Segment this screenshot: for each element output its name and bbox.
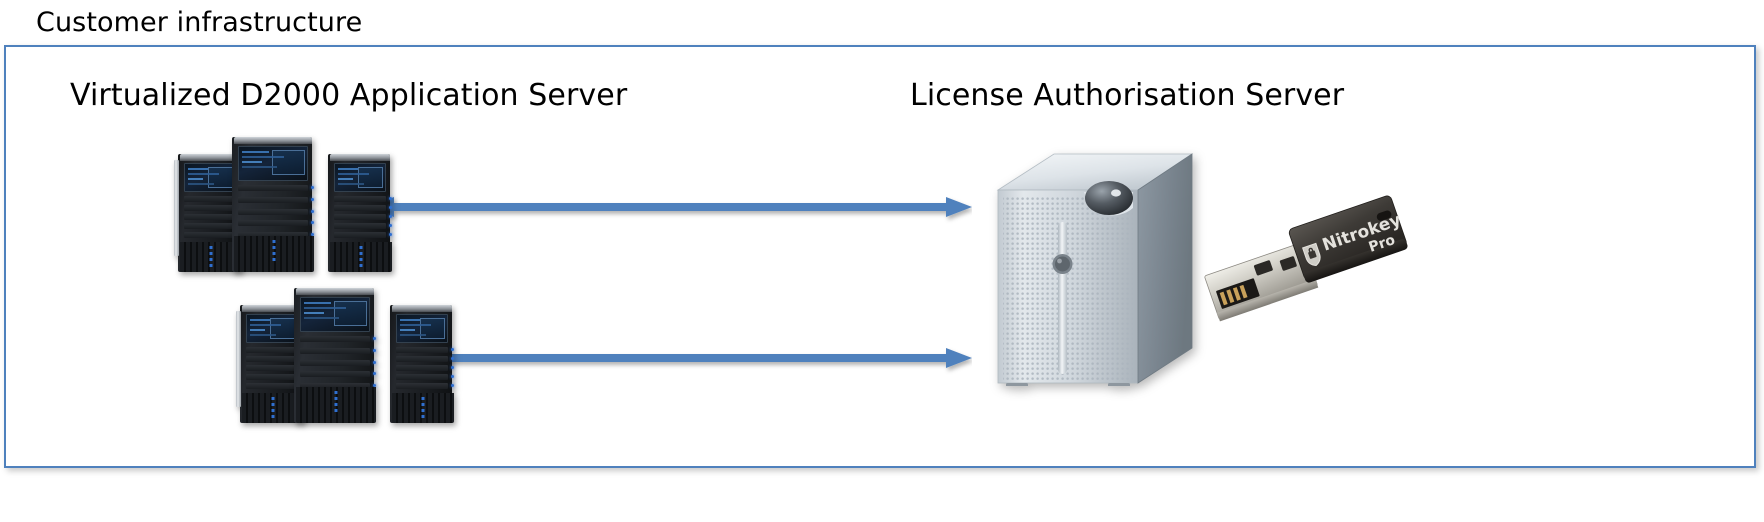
tower-screen-icon	[238, 146, 308, 181]
server-cluster-bottom	[232, 288, 454, 423]
status-led	[421, 397, 425, 418]
screen-text-line	[304, 312, 325, 314]
drive-bay	[334, 214, 392, 220]
server-tower	[290, 288, 376, 423]
drive-bay	[396, 356, 454, 362]
screen-text-line	[400, 324, 431, 326]
server-tower	[236, 305, 304, 423]
drive-bay	[334, 205, 392, 211]
tower-base	[330, 242, 392, 272]
screen-text-line	[250, 319, 270, 321]
drive-bay	[238, 196, 314, 203]
screen-text-line	[250, 329, 265, 331]
drive-bay	[396, 365, 454, 371]
screen-text-line	[242, 151, 270, 153]
screen-text-line	[242, 156, 285, 158]
drive-bay	[238, 208, 314, 215]
screen-text-line	[304, 317, 340, 319]
screen-text-line	[338, 173, 369, 175]
tower-base	[242, 393, 304, 423]
screen-text-line	[400, 334, 426, 336]
tower-body	[328, 154, 392, 272]
tower-lip	[392, 305, 452, 312]
tower-base	[234, 236, 314, 272]
server-tower	[324, 154, 392, 272]
screen-text-line	[242, 161, 263, 163]
tower-body	[294, 288, 376, 423]
server-tower	[386, 305, 454, 423]
screen-text-line	[304, 302, 332, 304]
drive-bays	[300, 336, 376, 389]
tower-lip	[330, 154, 390, 161]
screen-text-line	[338, 178, 353, 180]
nitrokey-pro-dongle-icon: Nitrokey Pro	[1202, 192, 1416, 332]
drive-bay	[396, 383, 454, 389]
tower-body	[390, 305, 454, 423]
tower-base	[296, 387, 376, 423]
license-authorisation-server-icon	[996, 152, 1194, 387]
drive-bays	[238, 185, 314, 238]
tower-body	[240, 305, 304, 423]
tower-base	[392, 393, 454, 423]
tower-screen-icon	[184, 163, 236, 192]
status-led	[209, 246, 213, 267]
screen-text-line	[400, 329, 415, 331]
connection-arrow-top	[368, 190, 972, 224]
drive-bay	[334, 232, 392, 238]
tower-screen-icon	[246, 314, 298, 343]
tower-lip	[242, 305, 302, 312]
tower-lip	[296, 288, 374, 295]
status-led	[271, 397, 275, 418]
drive-bay	[238, 185, 314, 191]
drive-bays	[396, 347, 454, 389]
drive-bay	[300, 336, 376, 342]
screen-text-line	[188, 183, 214, 185]
drive-bay	[300, 347, 376, 354]
connection-arrow-bottom	[424, 341, 972, 375]
screen-text-line	[250, 324, 281, 326]
server-tower	[174, 154, 242, 272]
status-led	[359, 246, 363, 267]
drive-bay	[396, 347, 454, 353]
screen-text-line	[338, 183, 364, 185]
screen-text-line	[304, 307, 347, 309]
drive-bay	[300, 359, 376, 366]
screen-text-line	[250, 334, 276, 336]
screen-window	[358, 167, 383, 188]
drive-bays	[334, 196, 392, 238]
screen-text-line	[188, 178, 203, 180]
group-title-license-server: License Authorisation Server	[910, 78, 1345, 113]
tower-screen-icon	[300, 297, 370, 332]
tower-body	[178, 154, 242, 272]
diagram-caption: Customer infrastructure	[36, 7, 363, 38]
tower-edge-strip	[174, 160, 179, 256]
drive-bay	[300, 383, 376, 389]
drive-bay	[396, 374, 454, 380]
screen-text-line	[188, 173, 219, 175]
drive-bay	[238, 232, 314, 238]
group-title-application-server: Virtualized D2000 Application Server	[70, 78, 628, 113]
screen-window	[333, 301, 367, 327]
drive-bay	[334, 223, 392, 229]
tower-lip	[234, 137, 312, 144]
tower-body	[232, 137, 314, 272]
drive-bay	[238, 220, 314, 227]
screen-text-line	[242, 166, 278, 168]
status-led	[334, 391, 338, 412]
tower-screen-icon	[396, 314, 448, 343]
status-led	[272, 240, 276, 261]
tower-base	[180, 242, 242, 272]
screen-window	[271, 150, 305, 176]
tower-lip	[180, 154, 240, 161]
screen-text-line	[338, 168, 358, 170]
screen-text-line	[400, 319, 420, 321]
tower-edge-strip	[236, 311, 241, 407]
server-cluster-top	[170, 137, 392, 272]
screen-window	[420, 318, 445, 339]
server-tower	[228, 137, 314, 272]
tower-screen-icon	[334, 163, 386, 192]
drive-bay	[334, 196, 392, 202]
screen-text-line	[188, 168, 208, 170]
drive-bay	[300, 371, 376, 378]
